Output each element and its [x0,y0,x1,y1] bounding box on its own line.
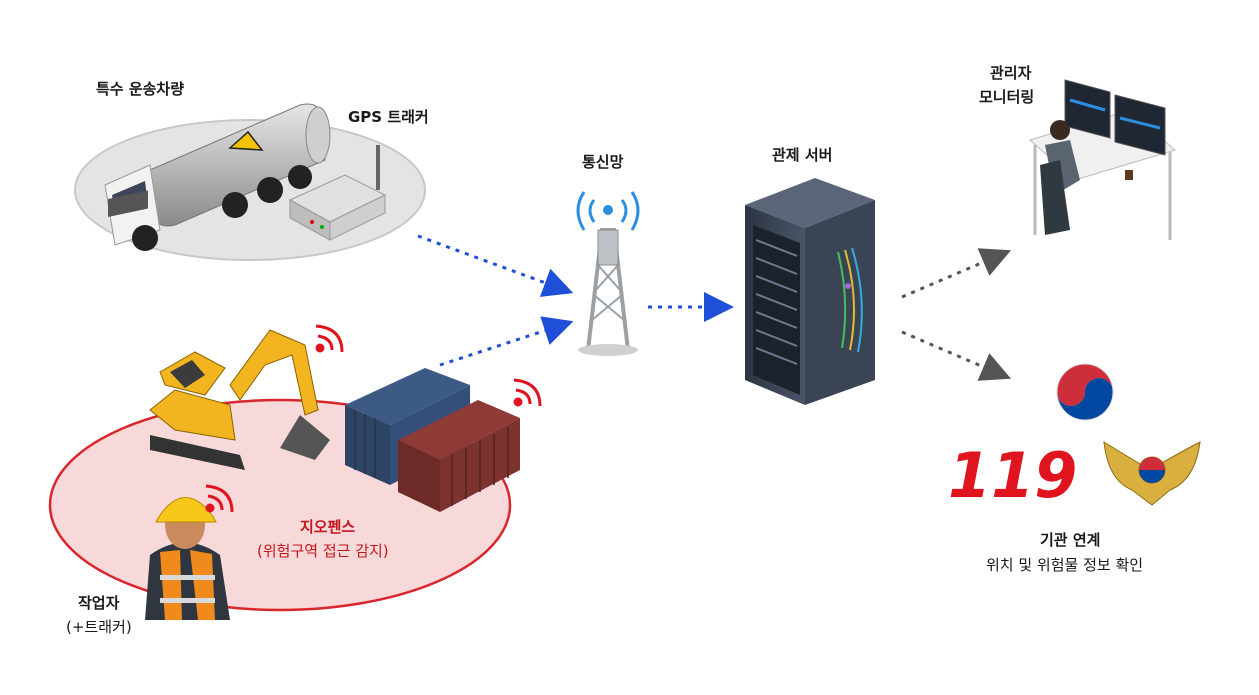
gps-tracker-icon [288,145,387,241]
arrow-gps-to-tower [417,234,574,297]
logo-119: 119 [948,439,1077,512]
agency-subtitle: 위치 및 위험물 정보 확인 [986,556,1144,574]
police-emblem-icon [1103,441,1201,506]
worker-icon [145,497,230,620]
gps-tracker-label: GPS 트래커 [348,108,429,126]
arrow-server-to-agency [901,330,1012,381]
admin-label-line2: 모니터링 [979,88,1035,106]
excavator-icon [149,329,330,470]
worker-label-line1: 작업자 [78,594,120,612]
vehicle-label: 특수 운송차량 [96,80,185,98]
agency-title: 기관 연계 [1040,531,1101,549]
server-label: 관제 서버 [772,146,833,164]
network-label: 통신망 [582,153,624,171]
geofence-title: 지오펜스 [300,518,356,536]
geofence-subtitle: (위험구역 접근 감지) [257,542,389,560]
cell-tower-icon [576,191,640,356]
signal-icon-excavator [315,324,344,353]
tanker-truck-icon [104,103,331,251]
server-rack-icon [745,178,875,405]
admin-workstation-icon [1028,79,1177,240]
worker-label-line2: (+트래커) [66,618,132,636]
arrow-server-to-admin [901,248,1012,299]
admin-label-line1: 관리자 [990,64,1032,82]
government-logo-icon [1056,363,1114,421]
signal-icon-container [513,378,542,407]
signal-icon-worker [205,484,234,513]
arrow-container-to-tower [439,316,574,367]
shipping-container-red-icon [398,400,520,512]
